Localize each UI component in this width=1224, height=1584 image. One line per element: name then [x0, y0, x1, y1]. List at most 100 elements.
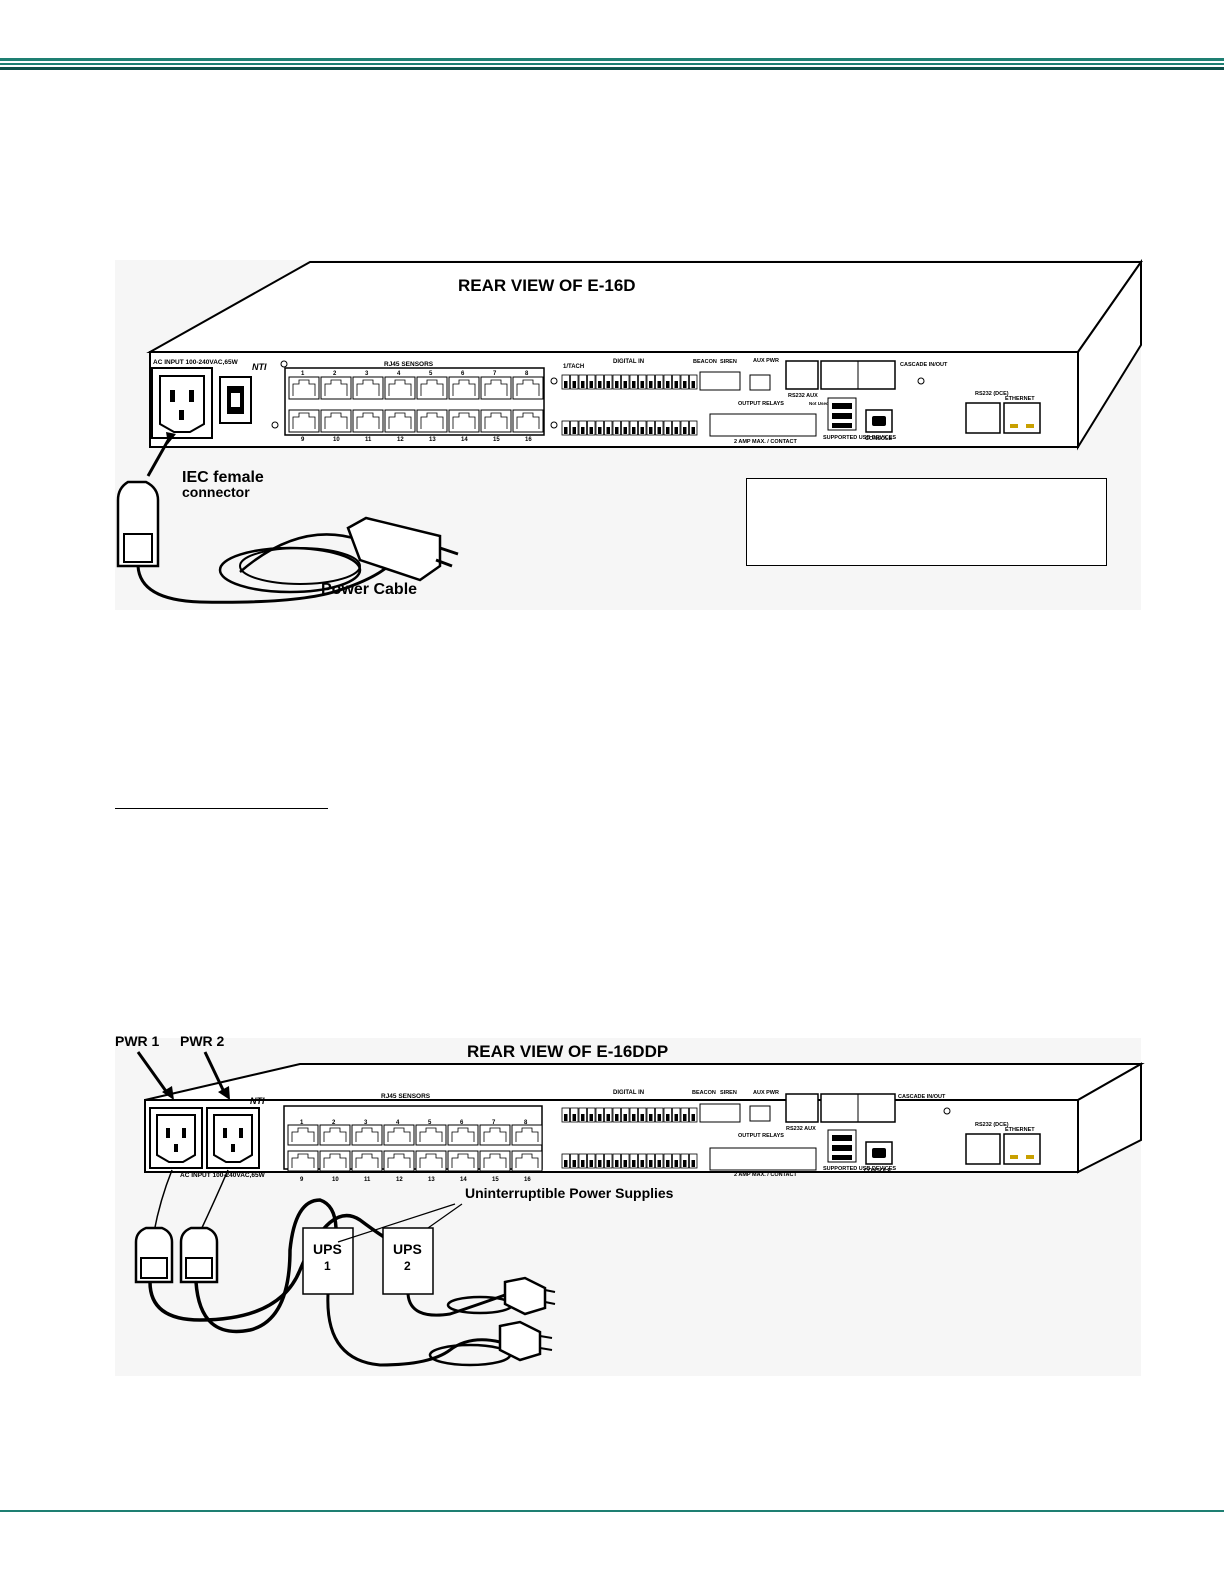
figure2-title: REAR VIEW OF E-16DDP: [467, 1042, 668, 1061]
note-box: [746, 478, 1107, 566]
relay-contact-label-2: 2 AMP MAX. / CONTACT: [734, 1172, 797, 1178]
power-cable-label: Power Cable: [321, 581, 417, 598]
siren-label-2: SIREN: [720, 1090, 737, 1096]
rj45-top-2-number-7: 7: [492, 1120, 496, 1126]
rj45-top-2-number-5: 5: [428, 1120, 432, 1126]
digital-in-label: DIGITAL IN: [613, 359, 644, 365]
pwr1-label: PWR 1: [115, 1033, 160, 1049]
rj45-sensors-label-2: RJ45 SENSORS: [381, 1093, 431, 1100]
rj45-bottom-number-12: 12: [397, 437, 404, 443]
cascade-label-2: CASCADE IN/OUT: [898, 1094, 946, 1100]
rj45-top-number-2: 2: [333, 371, 337, 377]
rj45-bottom-number-14: 14: [461, 437, 468, 443]
rj45-top-number-8: 8: [525, 371, 529, 377]
rj45-sensors-label: RJ45 SENSORS: [384, 361, 434, 368]
rj45-bottom-2-port-9: [287, 1150, 319, 1172]
rj45-top-port-4: [384, 376, 416, 400]
siren-label: SIREN: [720, 359, 737, 365]
ups2-label-line1: UPS: [393, 1241, 422, 1257]
rj45-bottom-2-port-16: [511, 1150, 543, 1172]
rj45-top-port-3: [352, 376, 384, 400]
output-relays-label-2: OUTPUT RELAYS: [738, 1133, 784, 1139]
rj45-top-port-2: [320, 376, 352, 400]
ups1-label-line2: 1: [324, 1259, 331, 1273]
rj45-bottom-port-11: [352, 409, 384, 433]
rj45-top-number-5: 5: [429, 371, 433, 377]
brand-logo: NTI: [252, 362, 267, 372]
rj45-bottom-number-16: 16: [525, 437, 532, 443]
header-rule-bottom: [0, 67, 1224, 70]
console-label-2: CONSOLE: [864, 1168, 892, 1174]
digital-in-terminals-bottom-2: [561, 1153, 698, 1169]
output-relay-terminals: [709, 413, 817, 437]
rj45-bottom-port-9: [288, 409, 320, 433]
aux-pwr-label-2: AUX PWR: [753, 1090, 779, 1096]
rj45-top-2-number-3: 3: [364, 1120, 368, 1126]
ups1-output-cable: [194, 1198, 338, 1334]
rs232-dce-port: [965, 402, 1001, 434]
rj45-bottom-port-15: [480, 409, 512, 433]
rj45-top-port-5: [416, 376, 448, 400]
rj45-bottom-2-number-9: 9: [300, 1177, 304, 1183]
ups-2: [382, 1227, 434, 1295]
rj45-bottom-2-number-16: 16: [524, 1177, 531, 1183]
rj45-bottom-2-port-11: [351, 1150, 383, 1172]
iec-inlet-socket: [159, 375, 205, 433]
ethernet-port: [1003, 402, 1041, 434]
rj45-bottom-port-10: [320, 409, 352, 433]
output-relays-label: OUTPUT RELAYS: [738, 401, 784, 407]
rj45-top-number-3: 3: [365, 371, 369, 377]
footer-rule: [0, 1510, 1224, 1512]
rj45-bottom-2-number-10: 10: [332, 1177, 339, 1183]
iec-label-line1: IEC female: [182, 469, 264, 486]
rj45-top-number-4: 4: [397, 371, 401, 377]
rj45-top-number-7: 7: [493, 371, 497, 377]
iec-label-line2: connector: [182, 484, 250, 500]
rj45-bottom-2-port-14: [447, 1150, 479, 1172]
rj45-bottom-number-11: 11: [365, 437, 372, 443]
rj45-bottom-port-16: [512, 409, 544, 433]
rj45-top-2-port-7: [479, 1124, 511, 1146]
rj45-bottom-port-12: [384, 409, 416, 433]
rj45-bottom-number-9: 9: [301, 437, 305, 443]
relay-contact-label: 2 AMP MAX. / CONTACT: [734, 439, 797, 445]
rj45-top-2-number-4: 4: [396, 1120, 400, 1126]
chassis-top-face: [146, 261, 1143, 353]
header-rule-top: [0, 58, 1224, 61]
cascade-label: CASCADE IN/OUT: [900, 362, 948, 368]
rj45-top-2-port-8: [511, 1124, 543, 1146]
digital-in-terminals-top-2: [561, 1107, 698, 1123]
beacon-label-2: BEACON: [692, 1090, 716, 1096]
figure1-title: REAR VIEW OF E-16D: [458, 276, 636, 295]
rj45-bottom-2-number-12: 12: [396, 1177, 403, 1183]
ups1-plug: [498, 1320, 542, 1362]
rj45-top-port-8: [512, 376, 544, 400]
figure-rear-view-e16d: REAR VIEW OF E-16D AC INPUT 100-240VAC,6…: [115, 258, 1143, 610]
rj45-top-port-1: [288, 376, 320, 400]
rj45-bottom-number-10: 10: [333, 437, 340, 443]
rj45-top-number-1: 1: [301, 371, 305, 377]
ups2-output-cable: [148, 1213, 407, 1322]
rs232-dce-label-2: RS232 (DCE): [975, 1122, 1009, 1128]
ups1-label-line1: UPS: [313, 1241, 342, 1257]
rj45-top-port-6: [448, 376, 480, 400]
rj45-bottom-2-port-12: [383, 1150, 415, 1172]
rj45-bottom-2-port-13: [415, 1150, 447, 1172]
rj45-bottom-number-13: 13: [429, 437, 436, 443]
usb-label: SUPPORTED USB DEVICES: [823, 435, 896, 441]
iec-arrow: [146, 436, 172, 477]
rj45-top-2-number-1: 1: [300, 1120, 304, 1126]
ups2-plug: [503, 1276, 547, 1316]
rj45-bottom-2-number-13: 13: [428, 1177, 435, 1183]
rs232-dce-label: RS232 (DCE): [975, 391, 1009, 397]
rj45-top-2-port-5: [415, 1124, 447, 1146]
rj45-top-port-7: [480, 376, 512, 400]
console-label: CONSOLE: [865, 436, 893, 442]
ups-1: [302, 1227, 354, 1295]
rs232-aux-label: RS232 AUX: [788, 393, 818, 399]
rs232-aux-label-2: RS232 AUX: [786, 1126, 816, 1132]
power-cable: [136, 544, 402, 604]
